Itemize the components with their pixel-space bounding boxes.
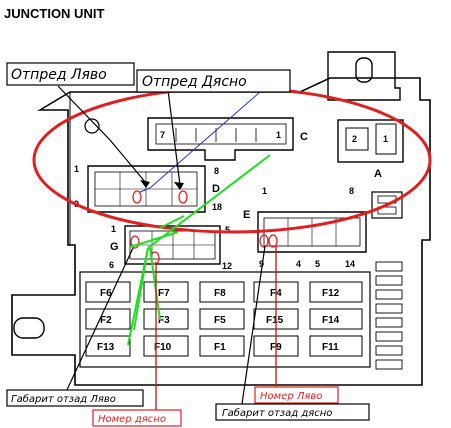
connector-d-label: D	[212, 183, 220, 195]
callout-plate-left-text: Номер Ляво	[260, 391, 322, 402]
fuse-block	[79, 271, 371, 368]
fuse-row-1: F6 F7 F8 F4 F12	[85, 281, 363, 303]
fuse-f8-label: F8	[214, 288, 226, 299]
fuse-f2-label: F2	[100, 315, 112, 326]
callout-left-front-text: Отпред Ляво	[11, 67, 107, 83]
top-mount-bracket	[327, 51, 401, 101]
fuse-f13	[85, 335, 131, 357]
fuse-f14	[309, 308, 363, 330]
callout-rear-right-text: Габарит отзад дясно	[222, 407, 332, 419]
green-wire-lines	[127, 154, 271, 346]
connector-d-pin-8: 8	[214, 166, 219, 176]
fuse-row-2: F2 F3 F5 F15 F14	[85, 308, 363, 330]
connector-g-pin-5: 5	[225, 225, 230, 235]
fuse-f3	[143, 308, 189, 330]
fuse-f5-label: F5	[214, 315, 226, 326]
fuse-f7	[143, 281, 189, 303]
callout-lines	[57, 85, 277, 411]
fuse-f1-label: F1	[214, 342, 226, 353]
callout-lines-red	[155, 246, 277, 411]
callout-right-front-text: Отпред Дясно	[142, 74, 247, 90]
mount-boss	[84, 118, 100, 134]
fuse-f3-label: F3	[158, 315, 170, 326]
connector-e-pin-9: 9	[259, 259, 264, 269]
diagram-title: JUNCTION UNIT	[4, 6, 104, 21]
fuse-f6-label: F6	[100, 288, 112, 299]
fuse-f15-label: F15	[266, 315, 284, 326]
connector-c: 7 1 C	[147, 117, 308, 161]
fuse-f8	[199, 281, 245, 303]
callout-left-front: Отпред Ляво	[6, 62, 135, 86]
spare-fuse-column	[375, 261, 403, 370]
connector-d-pin-18: 18	[212, 202, 222, 212]
fuse-f12-label: F12	[322, 288, 340, 299]
callout-plate-right: Номер дясно	[92, 409, 182, 427]
arrow-heads	[140, 180, 184, 190]
connector-g-label: G	[110, 241, 119, 253]
connector-a-pin-1: 1	[383, 134, 388, 144]
junction-box-outline	[11, 77, 431, 386]
fuse-f5	[199, 308, 245, 330]
connector-d-pin-1: 1	[74, 164, 79, 174]
callout-right-front: Отпред Дясно	[136, 69, 291, 93]
connector-a-label: A	[374, 168, 382, 180]
fuse-f2	[85, 308, 131, 330]
callout-rear-right: Габарит отзад дясно	[215, 403, 370, 421]
left-mount-bracket	[13, 317, 45, 339]
connector-g-pin-6: 6	[109, 260, 114, 270]
callout-plate-left: Номер Ляво	[254, 386, 339, 404]
fuse-f10	[143, 335, 189, 357]
callout-rear-left-text: Габарит отзад Ляво	[11, 393, 116, 405]
mount-hole	[355, 57, 373, 83]
connector-g-pin-1: 1	[111, 224, 116, 234]
fuse-f1	[199, 335, 245, 357]
callout-plate-right-text: Номер дясно	[98, 414, 166, 425]
connector-g-pin-12: 12	[222, 261, 232, 271]
fuse-f10-label: F10	[154, 342, 172, 353]
connector-e-pin-1: 1	[262, 186, 267, 196]
pin-marker	[178, 190, 188, 204]
fuse-f12	[309, 281, 363, 303]
connector-e-pin-14: 14	[345, 259, 355, 269]
connector-c-pin-7: 7	[160, 130, 165, 140]
pin-marker	[130, 235, 140, 249]
fuse-f7-label: F7	[158, 288, 170, 299]
connector-c-label: C	[300, 131, 308, 143]
connector-e-label: E	[243, 209, 250, 221]
callout-rear-left: Габарит отзад Ляво	[6, 389, 144, 407]
fuse-f13-label: F13	[97, 342, 115, 353]
connector-c-pin-1: 1	[276, 130, 281, 140]
pin-marker	[132, 190, 142, 204]
blue-wire-lines	[139, 91, 261, 193]
left-mount-hole	[13, 317, 45, 339]
connector-e-pin-5: 5	[315, 259, 320, 269]
connector-d: 1 9 8 18 D	[74, 164, 222, 213]
pin-marker	[259, 234, 269, 248]
connector-a: 2 1 A	[337, 119, 404, 180]
connector-a-pin-2: 2	[352, 134, 357, 144]
fuse-f11-label: F11	[322, 342, 339, 353]
pin-markers	[130, 190, 278, 265]
connector-e-pin-8: 8	[349, 186, 354, 196]
connector-e-pin-4: 4	[296, 259, 301, 269]
fuse-row-3: F13 F10 F1 F9 F11	[85, 335, 363, 357]
fuse-f11	[309, 335, 363, 357]
fuse-f14-label: F14	[322, 315, 340, 326]
pin-marker	[268, 234, 278, 248]
